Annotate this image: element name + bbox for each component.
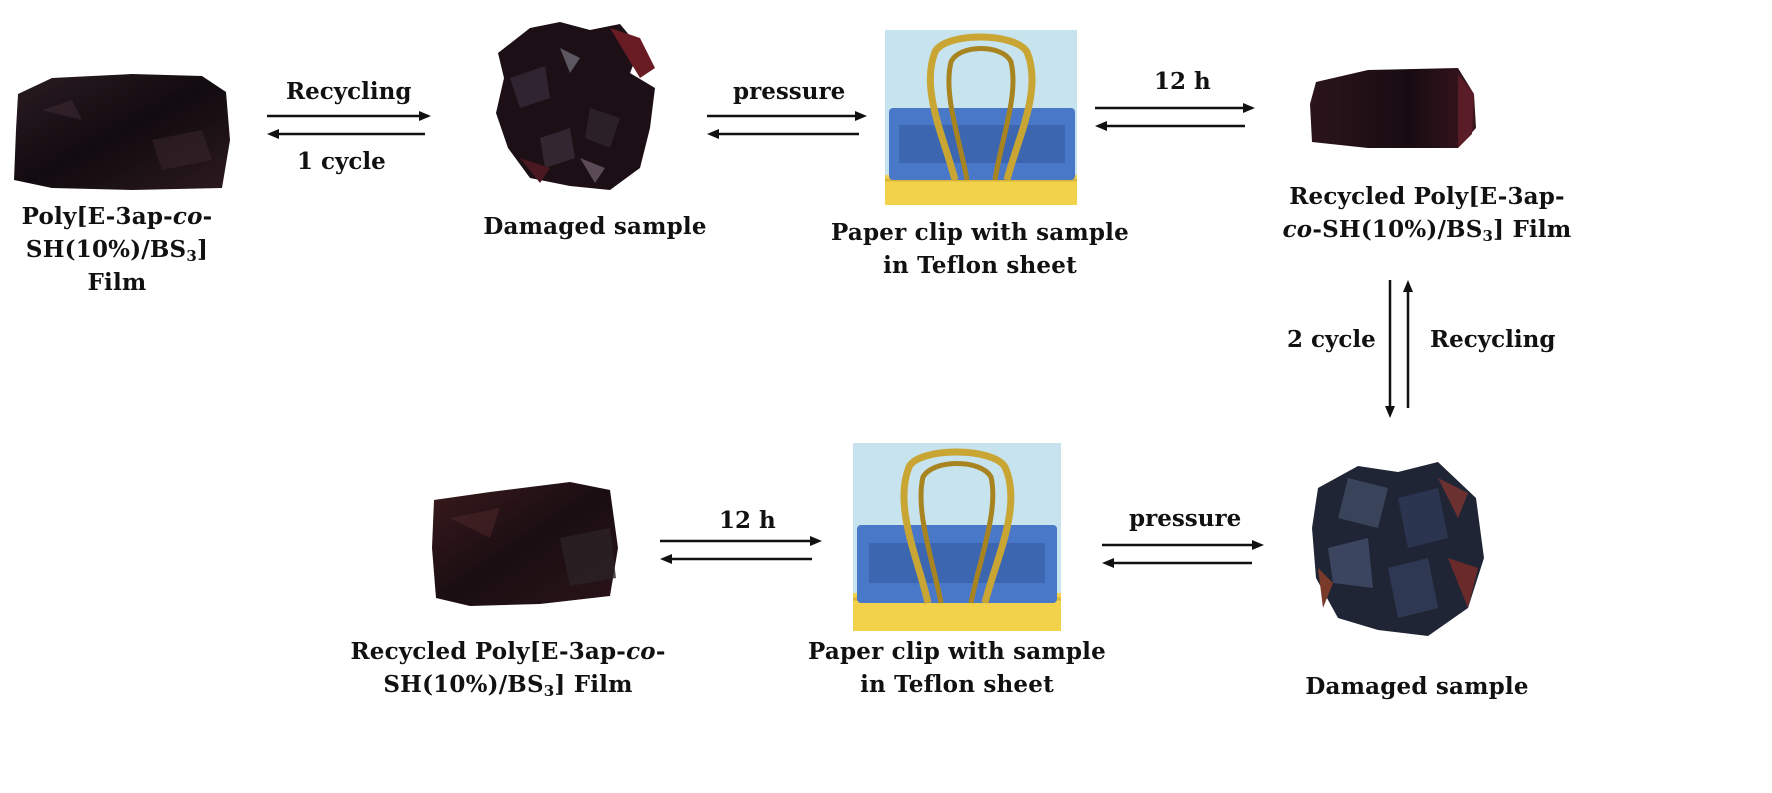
arrow-1-bottom-label: 1 cycle [297,148,386,175]
paper-clip-1-photo [885,30,1077,205]
arrow-3-top-label: 12 h [1154,68,1211,95]
arrow-2-top-label: pressure [733,78,846,105]
arrow-5-top-label: pressure [1129,505,1242,532]
paper-clip-2-photo [853,443,1061,631]
paper-clip-2-caption: Paper clip with sample in Teflon sheet [808,638,1106,698]
arrow-1 [267,111,431,139]
paper-clip-1-caption: Paper clip with sample in Teflon sheet [831,219,1129,279]
recycled-film-1-caption: Recycled Poly[E-3ap- co-SH(10%)/BS3] Fil… [1282,183,1572,245]
original-film-caption: Poly[E-3ap-co- SH(10%)/BS3] Film [21,203,213,296]
damaged-sample-2-caption: Damaged sample [1305,673,1529,700]
arrow-4-right-label: Recycling [1430,326,1556,353]
recycled-film-2-caption: Recycled Poly[E-3ap-co- SH(10%)/BS3] Fil… [350,638,666,700]
damaged-sample-2-photo [1312,462,1484,636]
arrow-5 [1102,540,1264,568]
original-film-photo [14,74,230,190]
arrow-3 [1095,103,1255,131]
arrow-2 [707,111,867,139]
arrow-6-top-label: 12 h [719,507,776,534]
arrow-4-left-label: 2 cycle [1287,326,1376,353]
damaged-sample-1-photo [496,22,655,190]
damaged-sample-1-caption: Damaged sample [483,213,707,240]
recycled-film-1-photo [1310,68,1476,148]
recycled-film-2-photo [432,482,618,606]
arrow-6 [660,536,822,564]
arrow-4 [1385,280,1413,418]
arrow-1-top-label: Recycling [286,78,412,105]
